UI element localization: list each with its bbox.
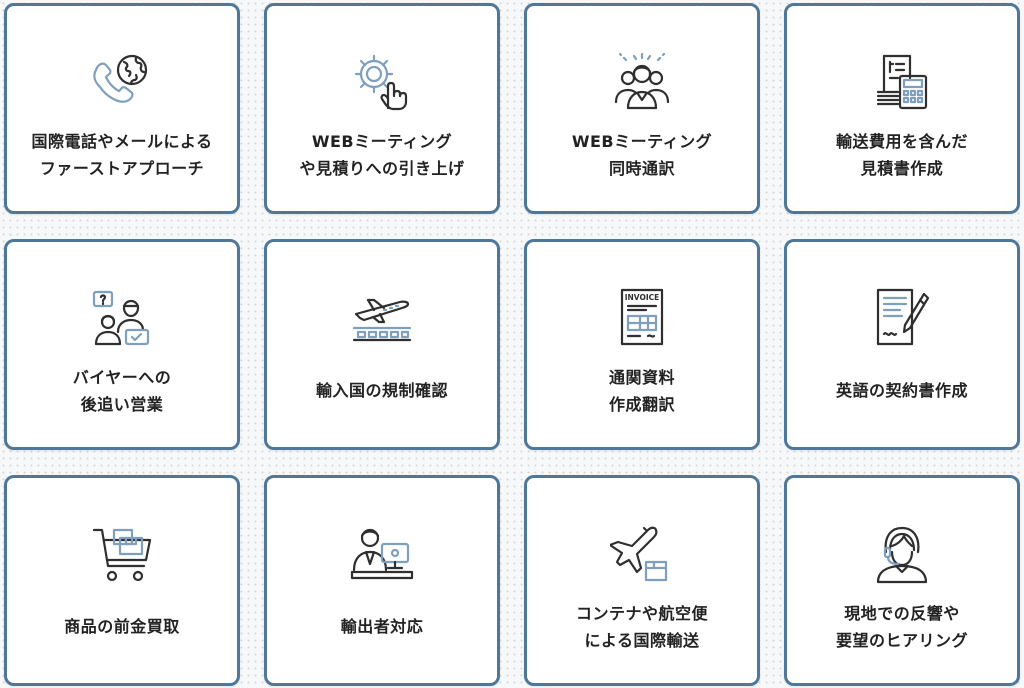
service-label: 国際電話やメールによる ファーストアプローチ bbox=[31, 132, 213, 178]
service-label: 英語の契約書作成 bbox=[835, 381, 968, 400]
service-card-first-approach: 国際電話やメールによる ファーストアプローチ bbox=[4, 3, 240, 214]
service-card-exporter-support: 輸出者対応 bbox=[264, 475, 500, 686]
buyer-conversation-icon bbox=[90, 286, 154, 350]
service-card-web-meeting-estimate: WEBミーティング や見積りへの引き上げ bbox=[264, 3, 500, 214]
service-label: 輸出者対応 bbox=[340, 617, 424, 636]
service-card-estimate-with-shipping: 輸送費用を含んだ 見積書作成 bbox=[784, 3, 1020, 214]
service-label: 輸送費用を含んだ 見積書作成 bbox=[835, 132, 968, 178]
service-card-international-shipping: コンテナや航空便 による国際輸送 bbox=[524, 475, 760, 686]
svg-text:INVOICE: INVOICE bbox=[625, 293, 660, 302]
invoice-document-icon: INVOICE bbox=[610, 286, 674, 350]
airplane-package-icon bbox=[610, 522, 674, 586]
service-card-import-regulations: 輸入国の規制確認 bbox=[264, 239, 500, 450]
service-label: 通関資料 作成翻訳 bbox=[608, 368, 675, 414]
gear-hand-icon bbox=[350, 50, 414, 114]
services-grid: 国際電話やメールによる ファーストアプローチ WEBミーティング や見積りへの引… bbox=[4, 3, 1020, 686]
service-card-advance-purchase: 商品の前金買取 bbox=[4, 475, 240, 686]
service-label: WEBミーティング 同時通訳 bbox=[571, 132, 713, 178]
exporter-desk-icon bbox=[350, 522, 414, 586]
phone-globe-icon bbox=[90, 50, 154, 114]
airplane-conveyor-icon bbox=[350, 286, 414, 350]
headset-operator-icon bbox=[870, 522, 934, 586]
service-label: バイヤーへの 後追い営業 bbox=[72, 368, 172, 414]
service-card-web-meeting-interpretation: WEBミーティング 同時通訳 bbox=[524, 3, 760, 214]
service-card-english-contract: 英語の契約書作成 bbox=[784, 239, 1020, 450]
service-label: コンテナや航空便 による国際輸送 bbox=[575, 604, 708, 650]
invoice-calculator-icon bbox=[870, 50, 934, 114]
service-card-local-feedback: 現地での反響や 要望のヒアリング bbox=[784, 475, 1020, 686]
group-meeting-icon bbox=[610, 50, 674, 114]
service-label: 輸入国の規制確認 bbox=[315, 381, 448, 400]
service-label: 現地での反響や 要望のヒアリング bbox=[835, 604, 968, 650]
service-label: 商品の前金買取 bbox=[64, 617, 180, 636]
service-card-customs-documents: INVOICE 通関資料 作成翻訳 bbox=[524, 239, 760, 450]
shopping-cart-icon bbox=[90, 522, 154, 586]
service-card-buyer-follow-up: バイヤーへの 後追い営業 bbox=[4, 239, 240, 450]
contract-pen-icon bbox=[870, 286, 934, 350]
service-label: WEBミーティング や見積りへの引き上げ bbox=[299, 132, 465, 178]
